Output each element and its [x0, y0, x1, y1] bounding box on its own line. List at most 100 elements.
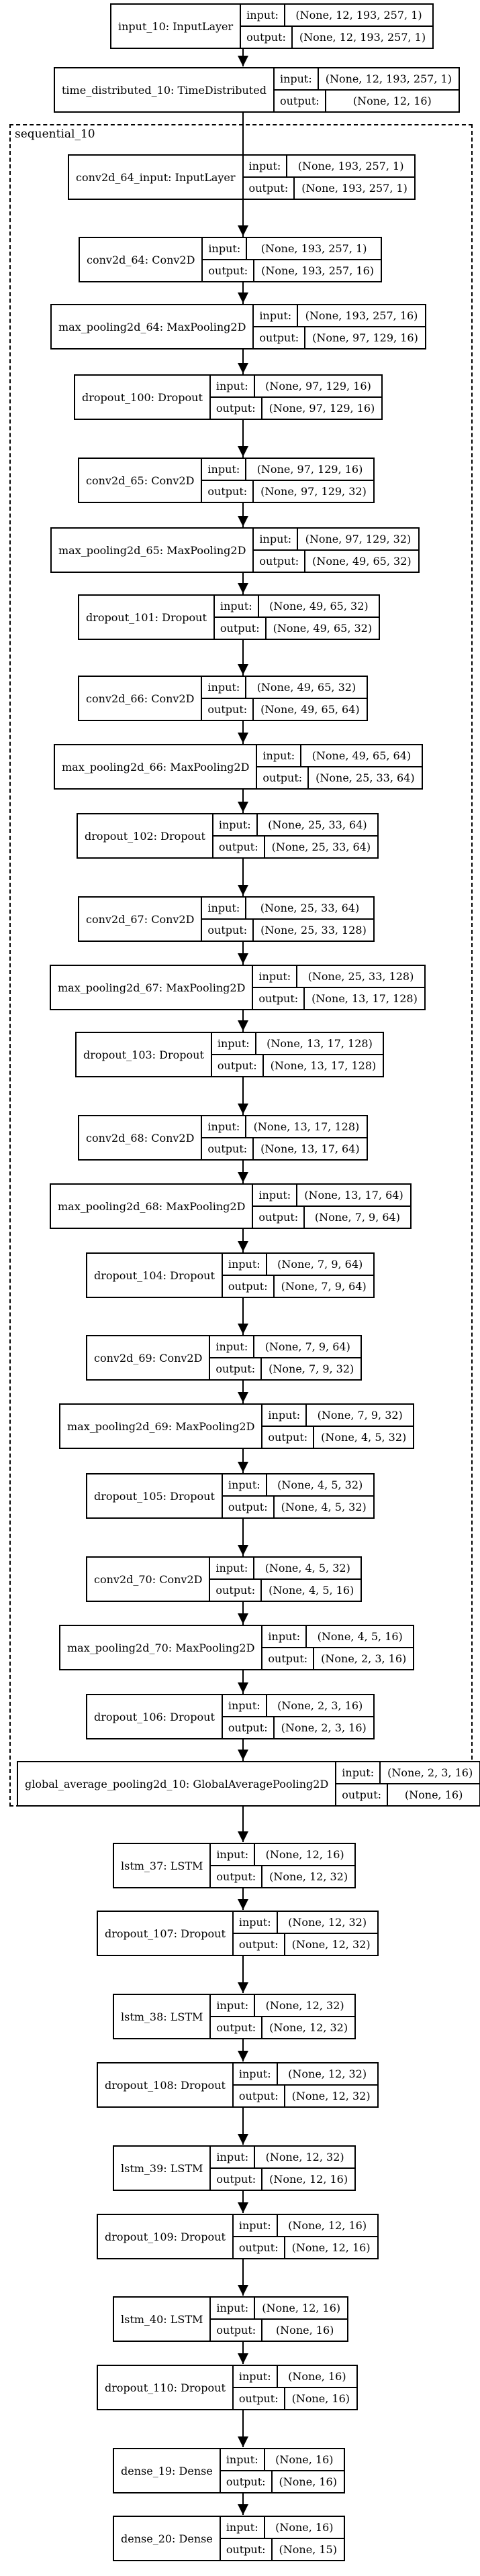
input-label: input: [253, 966, 298, 987]
input-shape: (None, 12, 16) [288, 2219, 367, 2232]
layer-output-row: output:(None, 16) [233, 2387, 357, 2409]
layer-output-row: output:(None, 4, 5, 16) [210, 1578, 361, 1601]
layer-output-row: output:(None, 25, 33, 64) [257, 766, 422, 788]
layer-name: max_pooling2d_66: MaxPooling2D [55, 745, 258, 788]
layer-name: dropout_101: Dropout [79, 596, 215, 639]
input-shape: (None, 16) [275, 2521, 334, 2534]
output-label: output: [234, 1934, 285, 1955]
output-label: output: [210, 1580, 262, 1601]
input-label: input: [221, 2449, 265, 2470]
layer-input-row: input:(None, 16) [234, 2366, 356, 2387]
output-label: output: [223, 1497, 275, 1517]
input-shape: (None, 49, 65, 32) [256, 681, 356, 694]
layer-input-row: input:(None, 7, 9, 64) [223, 1254, 373, 1275]
layer-input-row: input:(None, 97, 129, 32) [254, 529, 418, 549]
output-label: output: [221, 2471, 273, 2492]
layer-io-table: input:(None, 12, 193, 257, 1)output:(Non… [241, 5, 433, 48]
layer-output-row: output:(None, 4, 5, 32) [262, 1426, 414, 1448]
layer-name: dropout_105: Dropout [87, 1474, 223, 1517]
layer-output-row: output:(None, 16) [211, 2318, 348, 2341]
output-shape: (None, 97, 129, 32) [260, 485, 367, 498]
layer-io-table: input:(None, 7, 9, 64)output:(None, 7, 9… [210, 1336, 361, 1379]
layer-input-row: input:(None, 49, 65, 64) [257, 745, 421, 766]
input-label: input: [234, 2215, 278, 2236]
layer-io-table: input:(None, 4, 5, 32)output:(None, 4, 5… [222, 1474, 373, 1517]
layer-output-row: output:(None, 12, 16) [274, 89, 459, 111]
output-shape: (None, 12, 16) [269, 2173, 348, 2186]
output-label: output: [211, 2320, 263, 2341]
layer-input-row: input:(None, 97, 129, 16) [211, 376, 381, 396]
layer-output-row: output:(None, 49, 65, 32) [254, 549, 418, 572]
layer-name: dropout_110: Dropout [98, 2366, 234, 2409]
output-label: output: [210, 1358, 262, 1379]
layer-input-row: input:(None, 2, 3, 16) [336, 1762, 479, 1783]
input-label: input: [215, 596, 259, 616]
input-shape: (None, 49, 65, 64) [311, 749, 412, 762]
layer-output-row: output:(None, 25, 33, 64) [213, 835, 378, 857]
layer-input-row: input: (None, 12, 16) [234, 2215, 377, 2236]
layer-input-row: input:(None, 49, 65, 32) [215, 596, 379, 616]
layer-input-row: input:(None, 25, 33, 64) [213, 814, 377, 835]
input-label: input: [210, 1558, 255, 1578]
layer-input-row: input:(None, 12, 193, 257, 1) [275, 68, 459, 89]
layer-output-row: output:(None, 12, 32) [211, 2016, 355, 2038]
input-shape: (None, 25, 33, 64) [268, 818, 367, 831]
input-label: input: [211, 1995, 256, 2016]
layer-name: global_average_pooling2d_10: GlobalAvera… [18, 1762, 337, 1805]
output-label: output: [211, 398, 262, 419]
layer-io-table: input:(None, 12, 16)output:(None, 12, 32… [211, 1844, 355, 1887]
input-shape: (None, 2, 3, 16) [277, 1699, 363, 1712]
layer-name: max_pooling2d_65: MaxPooling2D [52, 529, 254, 572]
layer-io-table: input:(None, 97, 129, 32)output:(None, 4… [254, 529, 418, 572]
layer-name: max_pooling2d_70: MaxPooling2D [60, 1626, 263, 1669]
input-shape: (None, 97, 129, 16) [256, 463, 363, 476]
output-shape: (None, 12, 16) [352, 95, 432, 107]
layer-name: lstm_39: LSTM [114, 2147, 211, 2190]
layer-io-table: input:(None, 2, 3, 16)output:(None, 2, 3… [222, 1695, 373, 1738]
layer-output-row: output: (None, 97, 129, 16) [210, 396, 382, 419]
layer-output-row: output:(None, 12, 32) [233, 2084, 377, 2106]
output-label: output: [262, 1648, 315, 1669]
input-label: input: [223, 1474, 267, 1495]
input-shape: (None, 12, 193, 257, 1) [325, 72, 452, 85]
input-shape: (None, 4, 5, 32) [277, 1479, 363, 1491]
output-label: output: [211, 2169, 263, 2190]
layer-io-table: input:(None, 7, 9, 32)output:(None, 4, 5… [262, 1405, 414, 1448]
layer-io-table: input:(None, 25, 33, 64)output:(None, 25… [202, 898, 373, 941]
input-shape: (None, 193, 257, 1) [260, 242, 367, 255]
input-shape: (None, 4, 5, 32) [265, 1562, 350, 1574]
layer-input-row: input:(None, 193, 257, 1) [203, 238, 381, 259]
output-label: output: [262, 1427, 315, 1448]
output-shape: (None, 25, 33, 64) [271, 841, 371, 853]
input-shape: (None, 12, 32) [265, 1999, 344, 2012]
layer-io-table: input:(None, 97, 129, 16)output: (None, 9… [210, 376, 382, 419]
output-label: output: [221, 2539, 273, 2560]
input-label: input: [253, 1185, 298, 1205]
output-label: output: [203, 260, 255, 281]
output-label: output: [336, 1784, 389, 1805]
layer-output-row: output:(None, 2, 3, 16) [262, 1647, 414, 1669]
layer-input-row: input:(None, 12, 32) [234, 1912, 377, 1933]
output-shape: (None, 7, 9, 64) [314, 1211, 400, 1224]
layer-input-row: input: (None, 4, 5, 32) [210, 1558, 361, 1578]
layer-input-row: input:(None, 25, 33, 128) [253, 966, 424, 987]
output-shape: (None, 4, 5, 32) [281, 1501, 367, 1513]
input-label: input: [211, 2298, 256, 2318]
layer-output-row: output:(None, 16) [220, 2470, 344, 2492]
layer-io-table: input:(None, 13, 17, 128)output:(None, 1… [211, 1033, 383, 1076]
layer-output-row: output: (None, 12, 16) [211, 2167, 355, 2190]
output-shape: (None, 97, 129, 16) [269, 402, 375, 415]
